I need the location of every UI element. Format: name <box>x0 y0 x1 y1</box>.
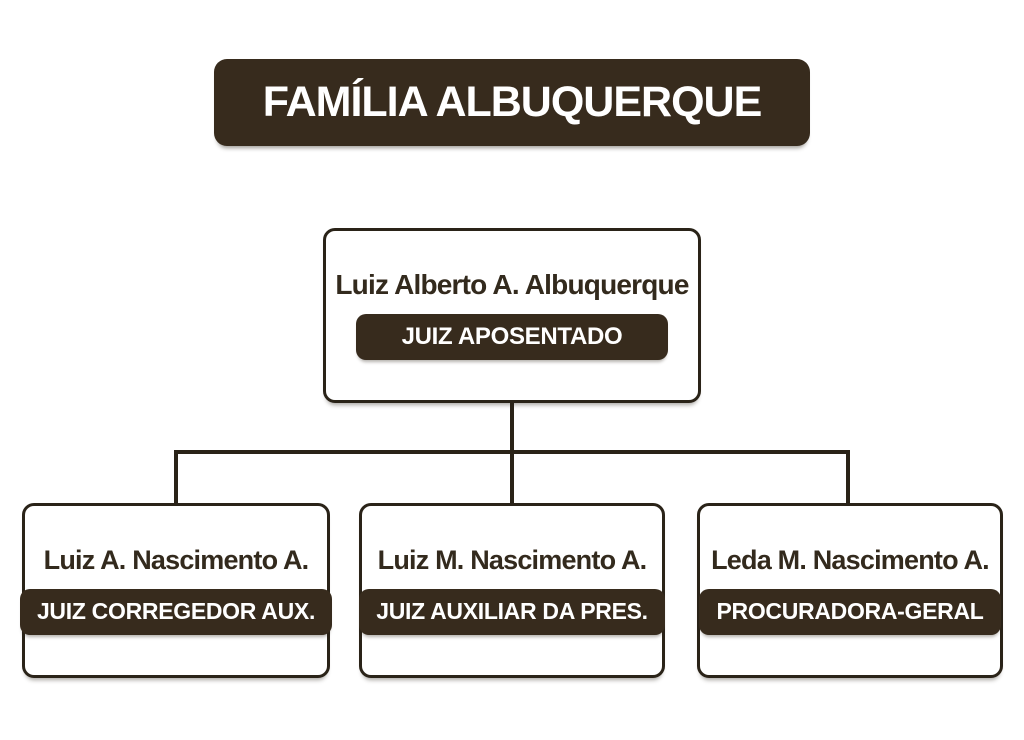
person-name: Leda M. Nascimento A. <box>711 544 990 575</box>
chart-title: FAMÍLIA ALBUQUERQUE <box>262 78 763 126</box>
role-badge: JUIZ CORREGEDOR AUX. <box>19 588 333 635</box>
person-name: Luiz Alberto A. Albuquerque <box>335 269 689 300</box>
connector-drop-center <box>510 452 514 504</box>
person-card-child-2: Luiz M. Nascimento A. JUIZ AUXILIAR DA P… <box>359 503 665 678</box>
connector-root-stem <box>510 402 514 452</box>
person-card-child-3: Leda M. Nascimento A. PROCURADORA-GERAL <box>697 503 1003 678</box>
connector-drop-right <box>846 452 850 504</box>
person-card-child-1: Luiz A. Nascimento A. JUIZ CORREGEDOR AU… <box>19 503 333 678</box>
role-badge: JUIZ AUXILIAR DA PRES. <box>359 588 665 635</box>
title-banner: FAMÍLIA ALBUQUERQUE <box>214 59 810 146</box>
person-card-root: Luiz Alberto A. Albuquerque JUIZ APOSENT… <box>323 228 701 403</box>
role-badge: JUIZ APOSENTADO <box>355 314 669 360</box>
person-name: Luiz M. Nascimento A. <box>377 544 648 575</box>
role-badge: PROCURADORA-GERAL <box>699 588 1001 635</box>
connector-drop-left <box>174 452 178 504</box>
person-name: Luiz A. Nascimento A. <box>43 544 310 575</box>
